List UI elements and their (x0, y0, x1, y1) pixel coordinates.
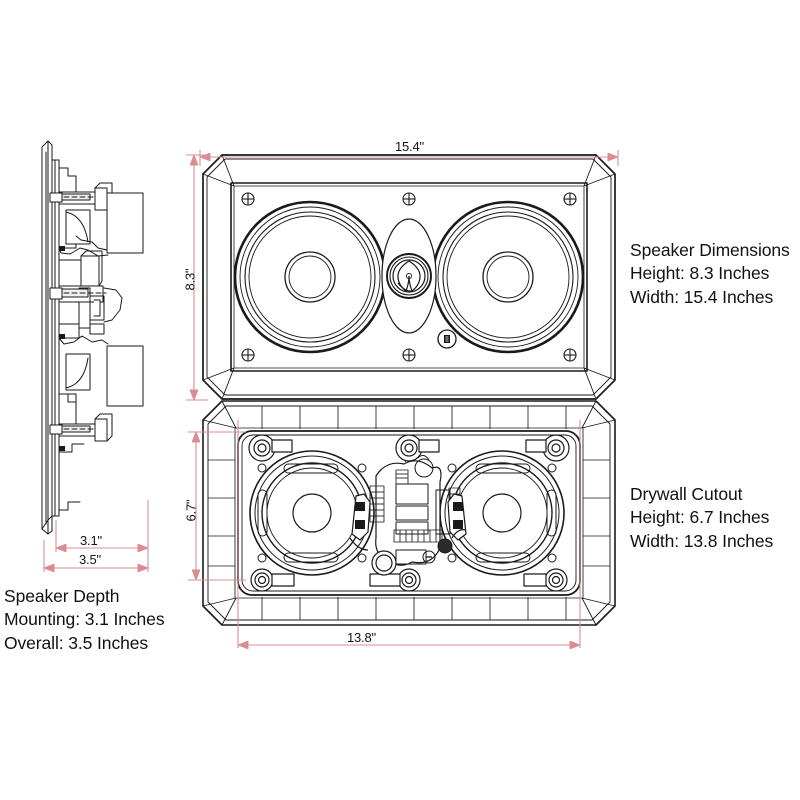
brand-badge (437, 329, 457, 349)
callout-drywall-cutout-title: Drywall Cutout (630, 484, 743, 504)
callout-speaker-dimensions-width: Width: 15.4 Inches (630, 286, 774, 307)
dimension-label-depth-overall: 3.5" (79, 552, 101, 567)
callout-drywall-cutout-height: Height: 6.7 Inches (630, 507, 770, 528)
side-crossover-block (49, 250, 123, 345)
rear-corner-chamfers (202, 400, 616, 626)
terminal-grommet (371, 550, 397, 576)
callout-speaker-dimensions-height: Height: 8.3 Inches (630, 263, 770, 284)
woofer-left (233, 200, 387, 354)
dim-cutout-width (237, 420, 581, 648)
mounting-clamps (349, 493, 467, 551)
rear-chassis-view (200, 398, 618, 628)
tweeter-assembly (381, 218, 437, 334)
dim-depth-overall (43, 540, 149, 572)
rear-flange-ribs (208, 406, 610, 620)
bezel-corner-chamfers (202, 154, 616, 400)
callout-speaker-depth-overall: Overall: 3.5 Inches (4, 632, 149, 653)
side-woofer-upper (49, 167, 144, 257)
callout-speaker-dimensions: Speaker Dimensions Height: 8.3 Inches Wi… (630, 239, 790, 309)
woofer-basket-left (249, 450, 375, 576)
mount-bosses (248, 434, 570, 592)
woofer-basket-right (439, 450, 565, 576)
dim-speaker-width (199, 150, 619, 166)
callout-speaker-dimensions-title: Speaker Dimensions (630, 240, 790, 260)
front-baffle-view (200, 152, 618, 402)
rear-flange-inner-edge (207, 405, 611, 621)
dimension-label-speaker-height: 8.3" (182, 268, 198, 291)
dim-cutout-height (188, 431, 246, 581)
side-woofer-lower (49, 345, 144, 453)
dim-speaker-height (186, 154, 208, 401)
callout-drywall-cutout: Drywall Cutout Height: 6.7 Inches Width:… (630, 483, 773, 553)
dim-depth-mounting (55, 500, 149, 552)
bezel-outer-inner-edge (206, 158, 612, 396)
callout-drywall-cutout-width: Width: 13.8 Inches (630, 530, 774, 551)
dimension-label-cutout-height: 6.7" (183, 499, 199, 522)
woofer-right (431, 200, 585, 354)
callout-speaker-depth-mounting: Mounting: 3.1 Inches (4, 609, 165, 630)
side-profile-view (28, 138, 178, 538)
dimension-label-depth-mounting: 3.1" (80, 533, 102, 548)
dimension-label-speaker-width: 15.4" (395, 139, 424, 154)
callout-speaker-depth-title: Speaker Depth (4, 586, 120, 606)
tweeter-phase-plug (397, 260, 421, 292)
baffle-screws (241, 192, 577, 362)
callout-speaker-depth: Speaker Depth Mounting: 3.1 Inches Overa… (4, 585, 165, 655)
dimension-label-cutout-width: 13.8" (347, 630, 376, 645)
